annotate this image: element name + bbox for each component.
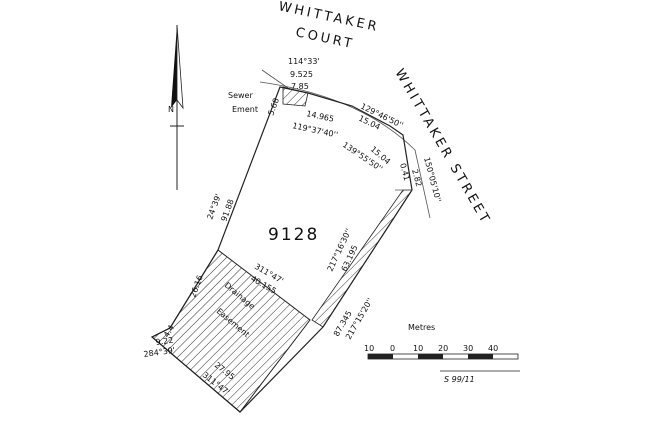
dim-top-dist: 9.525: [290, 70, 313, 79]
dim-corner-dist: 2.82: [410, 168, 423, 188]
scale-tick-labels: 10 0 10 20 30 40: [364, 344, 498, 353]
lot-number: 9128: [268, 225, 319, 245]
scale-tick: 10: [364, 344, 374, 353]
sewer-easement: [282, 86, 309, 107]
dim-front-bearing1: 119°37'40'': [292, 121, 339, 139]
court-boundary-line: [261, 69, 289, 89]
scale-bar: [367, 353, 519, 360]
scale-tick: 0: [390, 344, 395, 353]
sewer-label-2: Ement: [232, 105, 258, 114]
street-name-whittaker-street: WHITTAKER STREET: [392, 67, 494, 228]
dim-corner-small: 0.41: [398, 162, 411, 182]
dim-sewer-side: 5.68: [266, 97, 281, 117]
drainage-easement: [151, 249, 311, 413]
scale-title: Metres: [408, 323, 435, 332]
dim-bottom-dist1: 9.22: [155, 336, 174, 347]
street-name-court: WHITTAKER: [277, 0, 381, 35]
north-arrow-icon: [170, 24, 184, 190]
plan-reference: S 99/11: [444, 375, 475, 384]
north-label: N: [168, 105, 174, 114]
sewer-label: Sewer: [228, 91, 253, 100]
dim-bottom-bearing1: 284°39': [143, 346, 176, 359]
dim-sewer-top: 7.85: [291, 82, 309, 91]
scale-tick: 40: [488, 344, 498, 353]
dim-top-bearing: 114°33': [288, 57, 320, 66]
scale-tick: 30: [463, 344, 473, 353]
dim-front-dist1: 14.965: [306, 109, 335, 124]
scale-tick: 10: [413, 344, 423, 353]
street-name-court-suffix: COURT: [294, 25, 356, 52]
scale-tick: 20: [438, 344, 448, 353]
